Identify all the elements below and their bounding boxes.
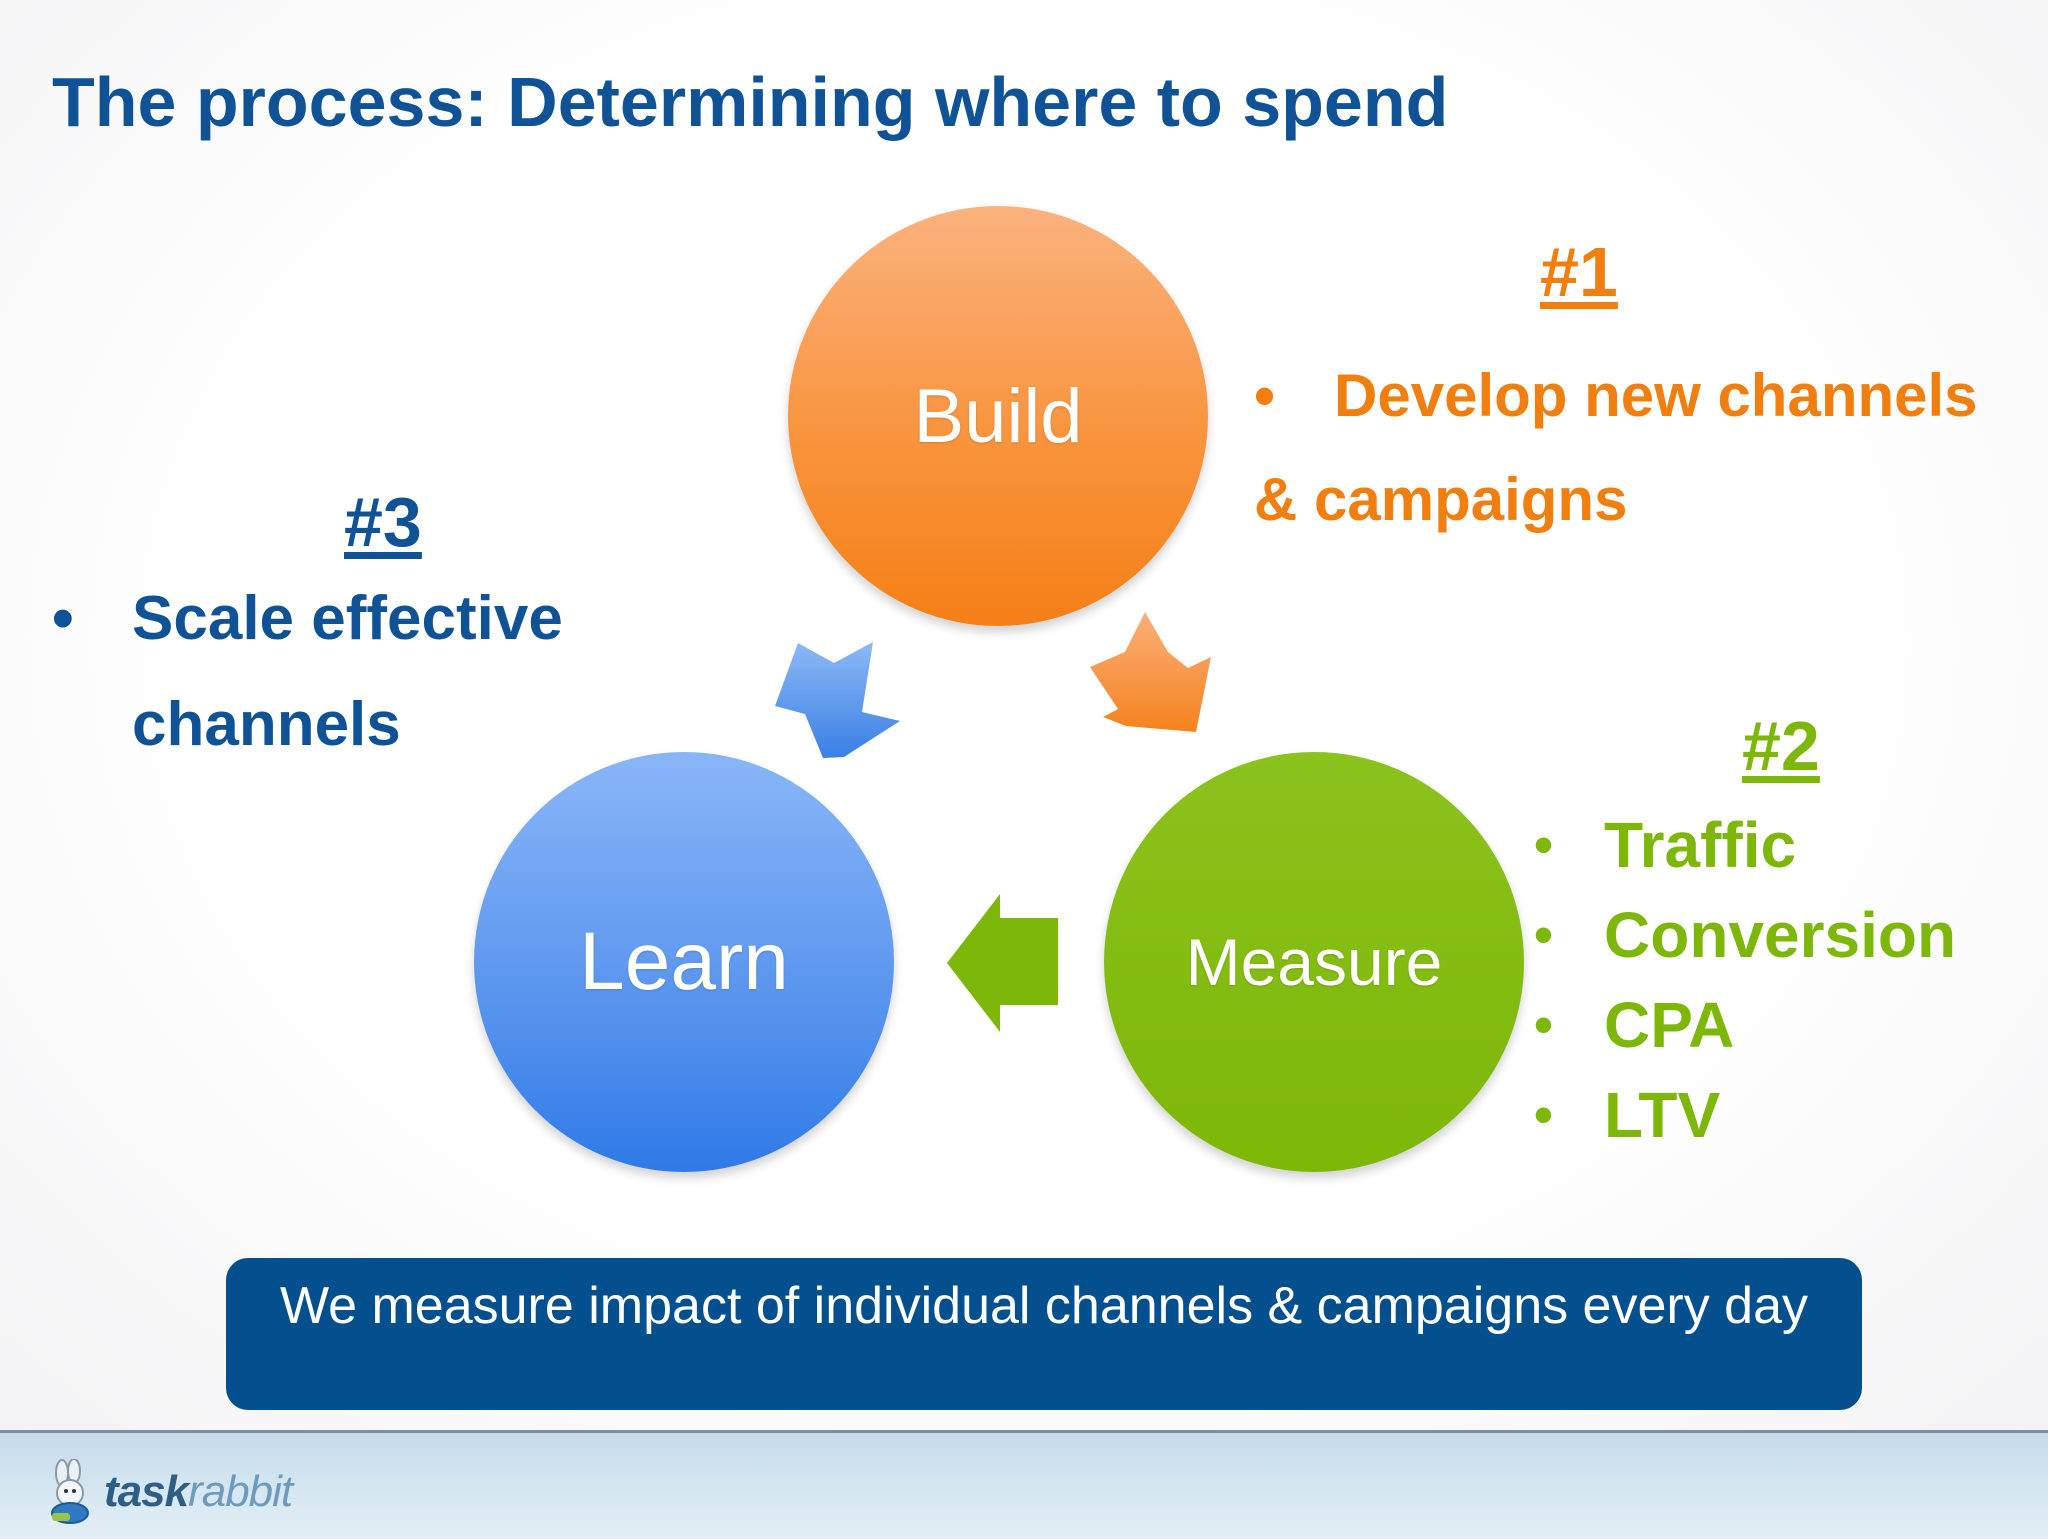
build-circle: Build xyxy=(788,206,1208,626)
list-item: •Conversion xyxy=(1534,890,1956,980)
bullet-icon: • xyxy=(1534,905,1553,965)
callout-1-line2: & campaigns xyxy=(1254,466,1628,533)
bullet-icon: • xyxy=(1534,815,1553,875)
arrow-measure-to-learn xyxy=(947,894,1058,1032)
summary-banner-text: We measure impact of individual channels… xyxy=(279,1277,1809,1335)
learn-label: Learn xyxy=(579,916,789,1007)
logo-wordmark: taskrabbit xyxy=(104,1467,293,1516)
bullet-icon: • xyxy=(1534,1085,1553,1145)
callout-3-line1: •Scale effective xyxy=(52,566,563,672)
callout-3-number: #3 xyxy=(344,483,422,561)
taskrabbit-logo: taskrabbit xyxy=(40,1457,293,1527)
rabbit-icon xyxy=(51,1459,89,1524)
summary-banner: We measure impact of individual channels… xyxy=(226,1258,1862,1410)
footer-bar: taskrabbit xyxy=(0,1430,2048,1539)
bullet-icon: • xyxy=(1254,362,1276,429)
callout-1-line1: •Develop new channels xyxy=(1254,344,1978,448)
callout-3-text: •Scale effective channels xyxy=(52,566,563,778)
cycle-arrows xyxy=(775,612,1211,1032)
arrow-build-to-measure xyxy=(1090,612,1211,732)
callout-3-line2: channels xyxy=(132,690,401,759)
list-item: •Traffic xyxy=(1534,800,1956,890)
list-item: •LTV xyxy=(1534,1070,1956,1160)
bullet-icon: • xyxy=(52,584,74,653)
learn-circle: Learn xyxy=(474,752,894,1172)
bullet-icon: • xyxy=(1534,995,1553,1055)
callout-2-list: •Traffic •Conversion •CPA •LTV xyxy=(1534,800,1956,1160)
build-label: Build xyxy=(913,373,1083,459)
callout-2-number: #2 xyxy=(1742,707,1820,785)
slide-title: The process: Determining where to spend xyxy=(52,63,1449,141)
callout-1-text: •Develop new channels & campaigns xyxy=(1254,344,1978,552)
list-item: •CPA xyxy=(1534,980,1956,1070)
arrow-learn-to-build xyxy=(775,642,900,758)
callout-1-number: #1 xyxy=(1540,233,1618,311)
measure-label: Measure xyxy=(1185,925,1443,999)
measure-circle: Measure xyxy=(1104,752,1524,1172)
